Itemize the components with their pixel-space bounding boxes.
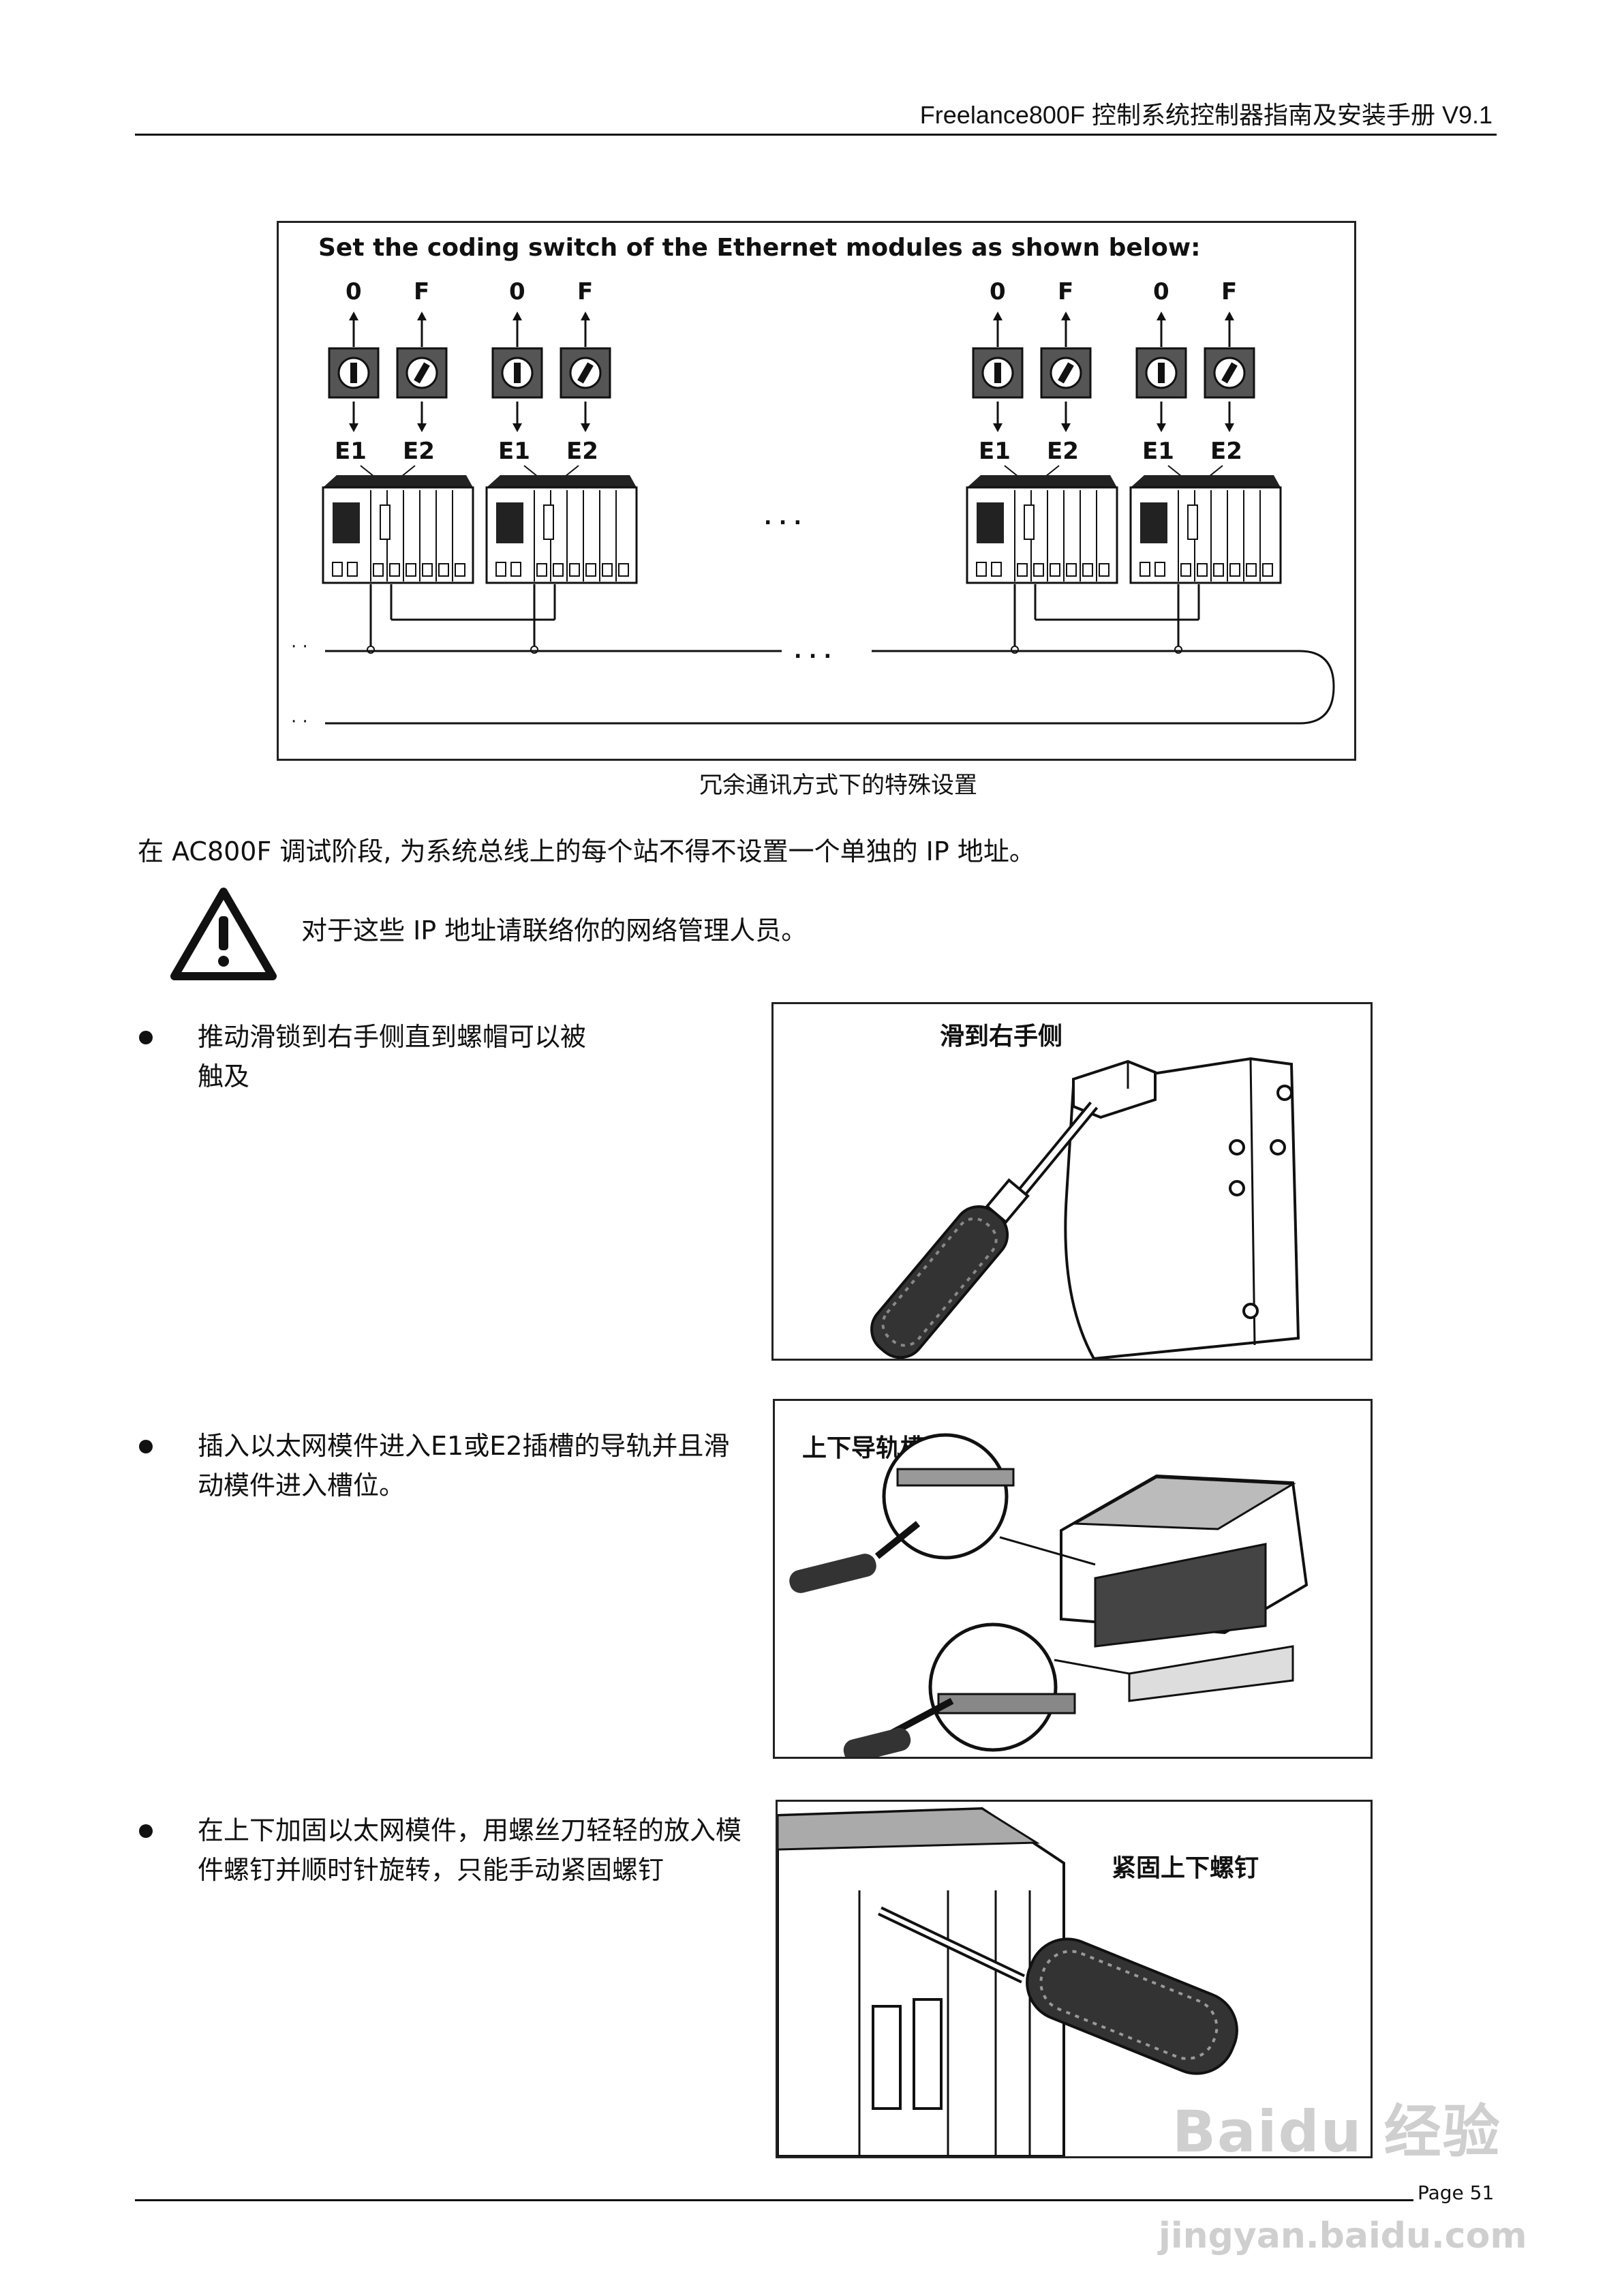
coding-switch-diagram: Set the coding switch of the Ethernet mo… <box>291 234 1335 732</box>
ellipsis-bus: . . . <box>794 639 831 663</box>
bullet <box>139 1440 153 1453</box>
figure-instruction: Set the coding switch of the Ethernet mo… <box>318 234 1201 262</box>
port-label: E1 <box>498 438 530 465</box>
page-number: Page 51 <box>1413 2181 1499 2204</box>
switch-setting-label: F <box>414 278 429 305</box>
svg-text:· ·: · · <box>291 637 308 657</box>
bullet <box>139 1031 153 1044</box>
step2-figure: 上下导轨槽位 <box>773 1399 1373 1759</box>
switch-setting-label: 0 <box>1153 278 1169 305</box>
port-label: E1 <box>1142 438 1174 465</box>
baidu-watermark: Baidu 经验 <box>1172 2086 1533 2165</box>
tighten-screw-illustration <box>778 1807 1238 2156</box>
warning-text: 对于这些 IP 地址请联络你的网络管理人员。 <box>301 916 808 946</box>
switch-setting-label: 0 <box>509 278 525 305</box>
switch-setting-label: 0 <box>346 278 362 305</box>
controller-module-top <box>487 475 637 487</box>
warning-triangle-icon <box>170 886 277 982</box>
port-label: E2 <box>403 438 435 465</box>
step3-figure: 紧固上下螺钉 <box>776 1800 1373 2158</box>
ip-paragraph: 在 AC800F 调试阶段, 为系统总线上的每个站不得不设置一个单独的 IP 地… <box>138 836 1035 866</box>
controller-module-top <box>1131 475 1281 487</box>
svg-text:· ·: · · <box>291 712 308 732</box>
footer-rule <box>135 2199 1497 2201</box>
ellipsis-modules: . . . <box>764 506 801 530</box>
step3-figure-label: 紧固上下螺钉 <box>1112 1854 1259 1882</box>
switch-setting-label: 0 <box>990 278 1006 305</box>
watermark-url: jingyan.baidu.com <box>1159 2216 1527 2256</box>
header-title: Freelance800F 控制系统控制器指南及安装手册 V9.1 <box>919 101 1493 129</box>
figure1-caption: 冗余通讯方式下的特殊设置 <box>699 772 977 799</box>
bullet <box>139 1824 153 1838</box>
controller-module-top <box>323 475 473 487</box>
port-label: E2 <box>566 438 598 465</box>
watermark-brand: Baidu 经验 <box>1172 2098 1501 2165</box>
switch-setting-label: F <box>1058 278 1073 305</box>
guide-rail-illustration <box>789 1433 1309 1757</box>
header-rule <box>135 134 1497 136</box>
port-label: E1 <box>335 438 367 465</box>
port-label: E1 <box>979 438 1011 465</box>
port-label: E2 <box>1047 438 1079 465</box>
slide-lock-illustration <box>870 1057 1300 1359</box>
step1-figure: 滑到右手侧 <box>771 1002 1373 1361</box>
switch-setting-label: F <box>1221 278 1237 305</box>
coding-switch-figure: Set the coding switch of the Ethernet mo… <box>277 221 1356 761</box>
port-label: E2 <box>1210 438 1242 465</box>
step3-text: 在上下加固以太网模件，用螺丝刀轻轻的放入模件螺钉并顺时针旋转，只能手动紧固螺钉 <box>198 1815 742 1885</box>
controller-module-top <box>967 475 1117 487</box>
step1-text: 推动滑锁到右手侧直到螺帽可以被触及 <box>198 1022 587 1091</box>
step2-text: 插入以太网模件进入E1或E2插槽的导轨并且滑动模件进入槽位。 <box>198 1431 730 1500</box>
switch-setting-label: F <box>577 278 593 305</box>
bus-loop <box>1299 650 1335 725</box>
step1-figure-label: 滑到右手侧 <box>940 1023 1063 1051</box>
